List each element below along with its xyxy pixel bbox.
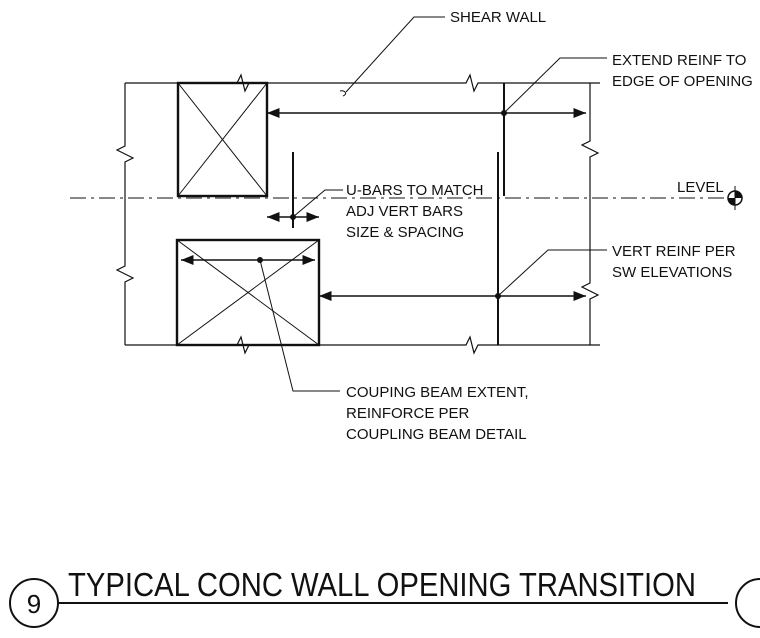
- upper-coupling-beam: [176, 81, 269, 198]
- note-ubars-line1: U-BARS TO MATCH: [346, 182, 484, 199]
- detail-number: 9: [27, 589, 41, 619]
- note-vert-reinf-line1: VERT REINF PER: [612, 243, 736, 260]
- lower-coupling-beam: [175, 238, 321, 347]
- note-couping-line2: REINFORCE PER: [346, 405, 470, 422]
- detail-title: TYPICAL CONC WALL OPENING TRANSITION: [68, 566, 696, 603]
- note-vert-reinf-line2: SW ELEVATIONS: [612, 264, 732, 281]
- note-couping-line3: COUPLING BEAM DETAIL: [346, 426, 527, 443]
- wall-outline: [115, 73, 600, 355]
- note-level: LEVEL: [677, 179, 724, 196]
- note-ubars-line3: SIZE & SPACING: [346, 224, 464, 241]
- note-extend-reinf-line1: EXTEND REINF TO: [612, 52, 746, 69]
- leader-dots: [257, 110, 507, 299]
- note-extend-reinf-line2: EDGE OF OPENING: [612, 73, 753, 90]
- level-marker-icon: [727, 186, 743, 210]
- detail-title-block: 9 TYPICAL CONC WALL OPENING TRANSITION: [9, 566, 760, 628]
- note-shear-wall: SHEAR WALL: [450, 9, 546, 26]
- note-couping-line1: COUPING BEAM EXTENT,: [346, 384, 529, 401]
- reference-bubble-edge: [735, 578, 760, 628]
- leader-lines: [259, 16, 607, 392]
- note-ubars-line2: ADJ VERT BARS: [346, 203, 463, 220]
